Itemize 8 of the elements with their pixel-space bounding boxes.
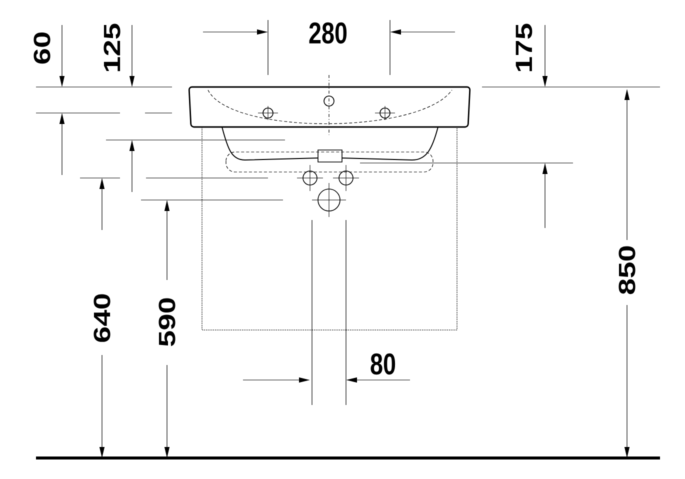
dimension-label: 60 <box>34 32 50 64</box>
dimension-label: 280 <box>309 22 347 44</box>
dimension-label: 590 <box>158 298 176 346</box>
dimension-label: 175 <box>516 24 532 72</box>
dimension-label: 640 <box>94 294 110 342</box>
dimension-label: 850 <box>618 246 636 294</box>
dimension-label: 80 <box>370 353 396 375</box>
dimension-label: 125 <box>104 24 120 72</box>
